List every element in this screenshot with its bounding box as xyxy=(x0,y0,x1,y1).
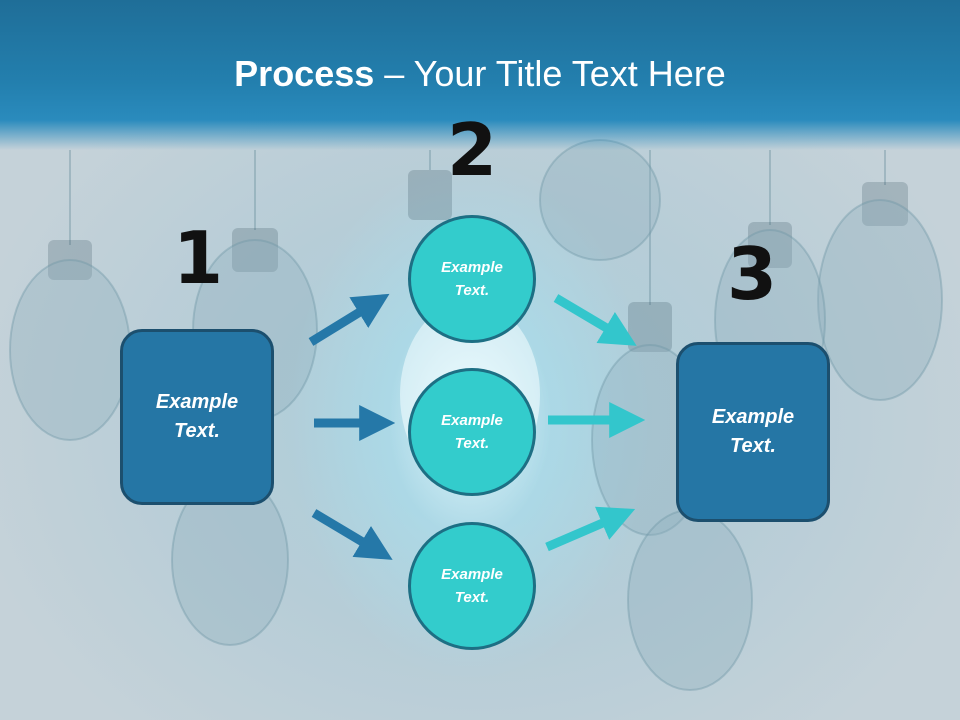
title-separator: – xyxy=(374,53,414,94)
right-arrow-icon xyxy=(545,506,636,552)
right-arrow-icon xyxy=(553,294,637,346)
left-box-line-1: Example xyxy=(155,391,239,413)
left-text-box[interactable]: Example Text. xyxy=(120,329,274,505)
circle-bottom-line-1: Example xyxy=(441,566,503,583)
title-text: Your Title Text Here xyxy=(413,53,726,94)
circle-top-line-1: Example xyxy=(441,259,503,276)
left-box-line-2: Text. xyxy=(174,420,220,442)
right-text-box[interactable]: Example Text. xyxy=(676,342,830,522)
step-number-1: 1 xyxy=(172,216,224,300)
circle-bottom[interactable]: Example Text. xyxy=(408,522,536,650)
page-title: Process – Your Title Text Here xyxy=(0,52,960,96)
circle-top-line-2: Text. xyxy=(454,282,490,299)
right-box-line-1: Example xyxy=(711,406,795,428)
circle-middle-line-2: Text. xyxy=(454,435,490,452)
right-arrow-icon xyxy=(311,509,393,560)
circle-top[interactable]: Example Text. xyxy=(408,215,536,343)
right-box-line-2: Text. xyxy=(730,435,776,457)
title-bold: Process xyxy=(234,53,375,94)
circle-middle[interactable]: Example Text. xyxy=(408,368,536,496)
step-number-2: 2 xyxy=(446,108,498,192)
right-arrow-icon xyxy=(308,293,390,346)
circle-bottom-line-2: Text. xyxy=(454,589,490,606)
step-number-3: 3 xyxy=(726,232,778,316)
header-band xyxy=(0,0,960,150)
circle-middle-line-1: Example xyxy=(441,412,503,429)
